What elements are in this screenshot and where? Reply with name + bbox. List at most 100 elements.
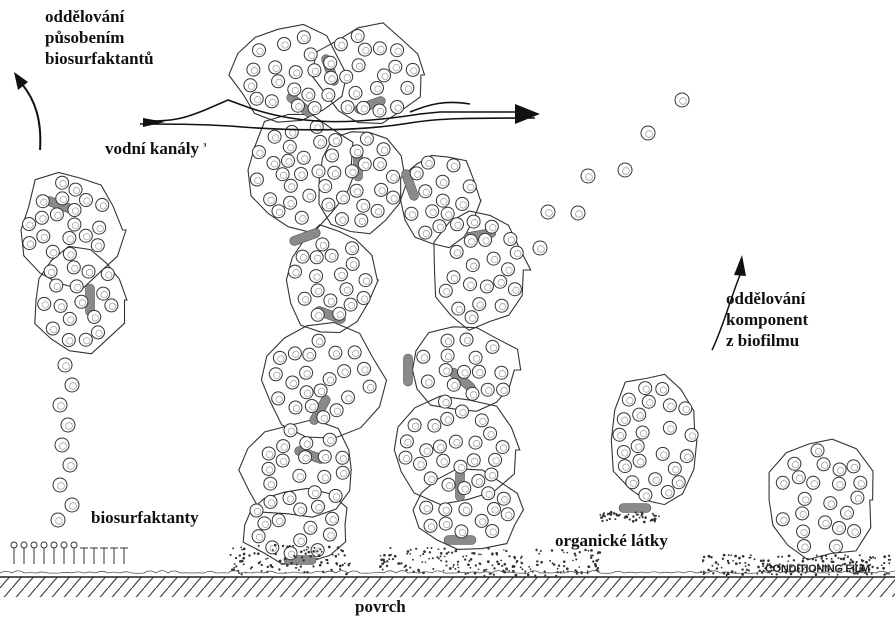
particle <box>588 566 590 568</box>
cell <box>288 347 301 360</box>
cell <box>54 299 67 312</box>
cell <box>464 278 477 291</box>
cell <box>463 180 476 193</box>
cell <box>482 487 495 500</box>
label-surface: povrch <box>355 596 406 617</box>
cell <box>639 382 652 395</box>
particle <box>748 569 750 571</box>
particle <box>859 554 861 556</box>
particle <box>427 547 429 549</box>
cell <box>479 233 492 246</box>
particle <box>382 569 384 571</box>
particle <box>301 556 303 558</box>
particle <box>432 557 434 559</box>
rod-cell <box>404 354 413 386</box>
cell <box>833 463 846 476</box>
cell <box>373 104 386 117</box>
cell <box>63 232 76 245</box>
cell <box>282 154 295 167</box>
particle <box>286 546 289 549</box>
cell <box>283 492 296 505</box>
particle <box>888 562 890 564</box>
cell <box>424 472 437 485</box>
cell <box>373 42 386 55</box>
particle <box>303 559 305 561</box>
cell <box>35 211 48 224</box>
particle <box>389 547 391 549</box>
particle <box>444 556 446 558</box>
particle <box>495 552 498 555</box>
cell <box>252 146 265 159</box>
particle <box>750 554 752 556</box>
particle <box>281 563 283 565</box>
cell <box>304 48 317 61</box>
surface <box>0 577 895 597</box>
cell <box>348 346 361 359</box>
particle <box>312 550 315 553</box>
cell <box>797 525 810 538</box>
particle <box>404 566 406 568</box>
cell <box>851 491 864 504</box>
particle <box>248 554 250 556</box>
cell <box>467 454 480 467</box>
cell <box>441 334 454 347</box>
particle <box>316 558 318 560</box>
cell <box>441 349 454 362</box>
cell <box>349 86 362 99</box>
particle <box>566 567 569 570</box>
cell <box>389 60 402 73</box>
cell <box>497 492 510 505</box>
particle <box>452 566 454 568</box>
particle <box>337 546 340 549</box>
cell <box>297 151 310 164</box>
cell <box>497 383 510 396</box>
cell <box>450 245 463 258</box>
cell <box>465 311 478 324</box>
particle <box>308 551 311 554</box>
particle <box>380 555 382 557</box>
particle <box>505 567 508 570</box>
cell <box>318 470 331 483</box>
cell <box>302 88 315 101</box>
particle <box>240 547 242 549</box>
cell <box>459 503 472 516</box>
cell <box>23 237 36 250</box>
cell <box>475 514 488 527</box>
cell <box>295 168 308 181</box>
cell <box>308 486 321 499</box>
particle <box>241 573 243 575</box>
particle <box>838 557 840 559</box>
particle <box>300 550 303 553</box>
cell <box>358 158 371 171</box>
cell <box>378 69 391 82</box>
particle <box>650 520 652 522</box>
surfactant-head <box>21 542 27 548</box>
free-cell <box>58 358 72 372</box>
particle <box>319 564 322 567</box>
particle <box>455 549 457 551</box>
particle <box>868 559 870 561</box>
cell <box>346 242 359 255</box>
particle <box>513 556 516 559</box>
particle <box>592 560 594 562</box>
cell <box>265 95 278 108</box>
particle <box>881 565 883 567</box>
particle <box>635 511 637 513</box>
particle <box>454 568 456 570</box>
particle <box>405 569 407 571</box>
cell <box>776 476 789 489</box>
particle <box>469 567 471 569</box>
particle <box>610 511 613 514</box>
particle <box>514 574 517 577</box>
particle <box>536 560 538 562</box>
cell <box>420 444 433 457</box>
cell <box>359 274 372 287</box>
particle <box>767 559 770 562</box>
cell <box>289 265 302 278</box>
particle <box>861 559 863 561</box>
particle <box>563 552 565 554</box>
particle <box>497 563 500 566</box>
cell <box>329 489 342 502</box>
particle <box>306 549 308 551</box>
cell <box>358 362 371 375</box>
